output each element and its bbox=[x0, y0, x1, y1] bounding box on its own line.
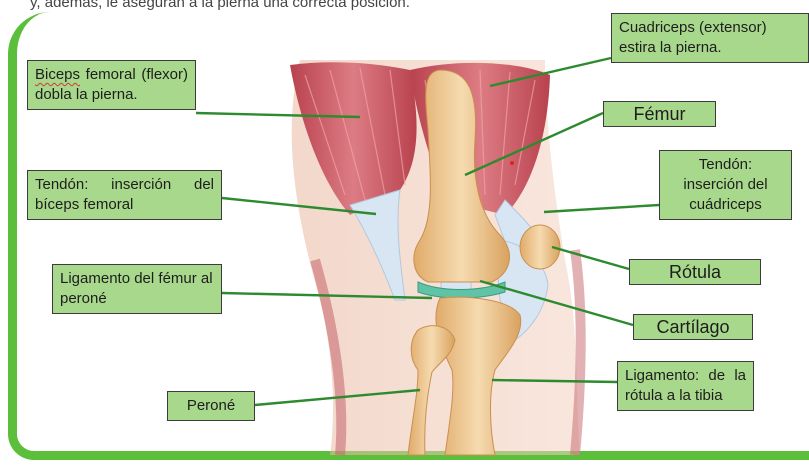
label-biceps-femoral: Biceps femoral (flexor) dobla la pierna. bbox=[27, 60, 196, 110]
marker-dot bbox=[510, 161, 514, 165]
label-cartilago: Cartílago bbox=[633, 314, 753, 340]
label-biceps-word: Biceps bbox=[35, 66, 80, 83]
label-ligamento-rotula-tibia: Ligamento: de la rótula a la tibia bbox=[617, 361, 754, 411]
label-tendon-biceps: Tendón: inserción del bíceps femoral bbox=[27, 170, 222, 220]
label-femur: Fémur bbox=[603, 101, 716, 127]
label-tendon-cuadriceps: Tendón: inserción del cuádriceps bbox=[659, 150, 792, 220]
label-ligamento-rotula-tibia-text: Ligamento: de la rótula a la tibia bbox=[625, 367, 746, 404]
label-ligamento-femur-perone: Ligamento del fémur al peroné bbox=[52, 264, 222, 314]
label-cuadriceps: Cuadriceps (extensor) estira la pierna. bbox=[611, 13, 809, 63]
label-perone: Peroné bbox=[167, 391, 255, 421]
label-tendon-biceps-text: Tendón: inserción del bíceps femoral bbox=[35, 176, 214, 213]
label-rotula: Rótula bbox=[629, 259, 761, 285]
